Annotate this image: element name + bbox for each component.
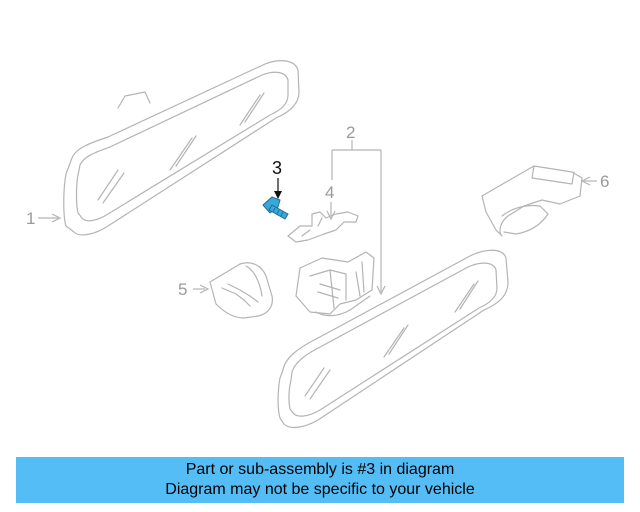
callout-3: 3 (272, 158, 282, 178)
leader-line-3 (274, 178, 282, 199)
callout-6: 6 (600, 172, 609, 191)
callout-1: 1 (26, 209, 35, 228)
cover-part-5 (209, 262, 273, 319)
callout-4: 4 (325, 183, 334, 202)
mirror-lower (277, 249, 509, 429)
caption-line-2: Diagram may not be specific to your vehi… (165, 481, 475, 498)
clip-part-4 (287, 211, 359, 243)
sensor-cover-part-6 (481, 165, 583, 237)
leader-lines (38, 140, 597, 296)
diagram-caption-banner: Part or sub-assembly is #3 in diagram Di… (16, 457, 624, 503)
screw-part-3 (262, 196, 289, 220)
callout-5: 5 (178, 280, 187, 299)
mirror-upper (63, 60, 300, 236)
caption-line-1: Part or sub-assembly is #3 in diagram (185, 461, 455, 478)
callout-2: 2 (346, 123, 355, 142)
